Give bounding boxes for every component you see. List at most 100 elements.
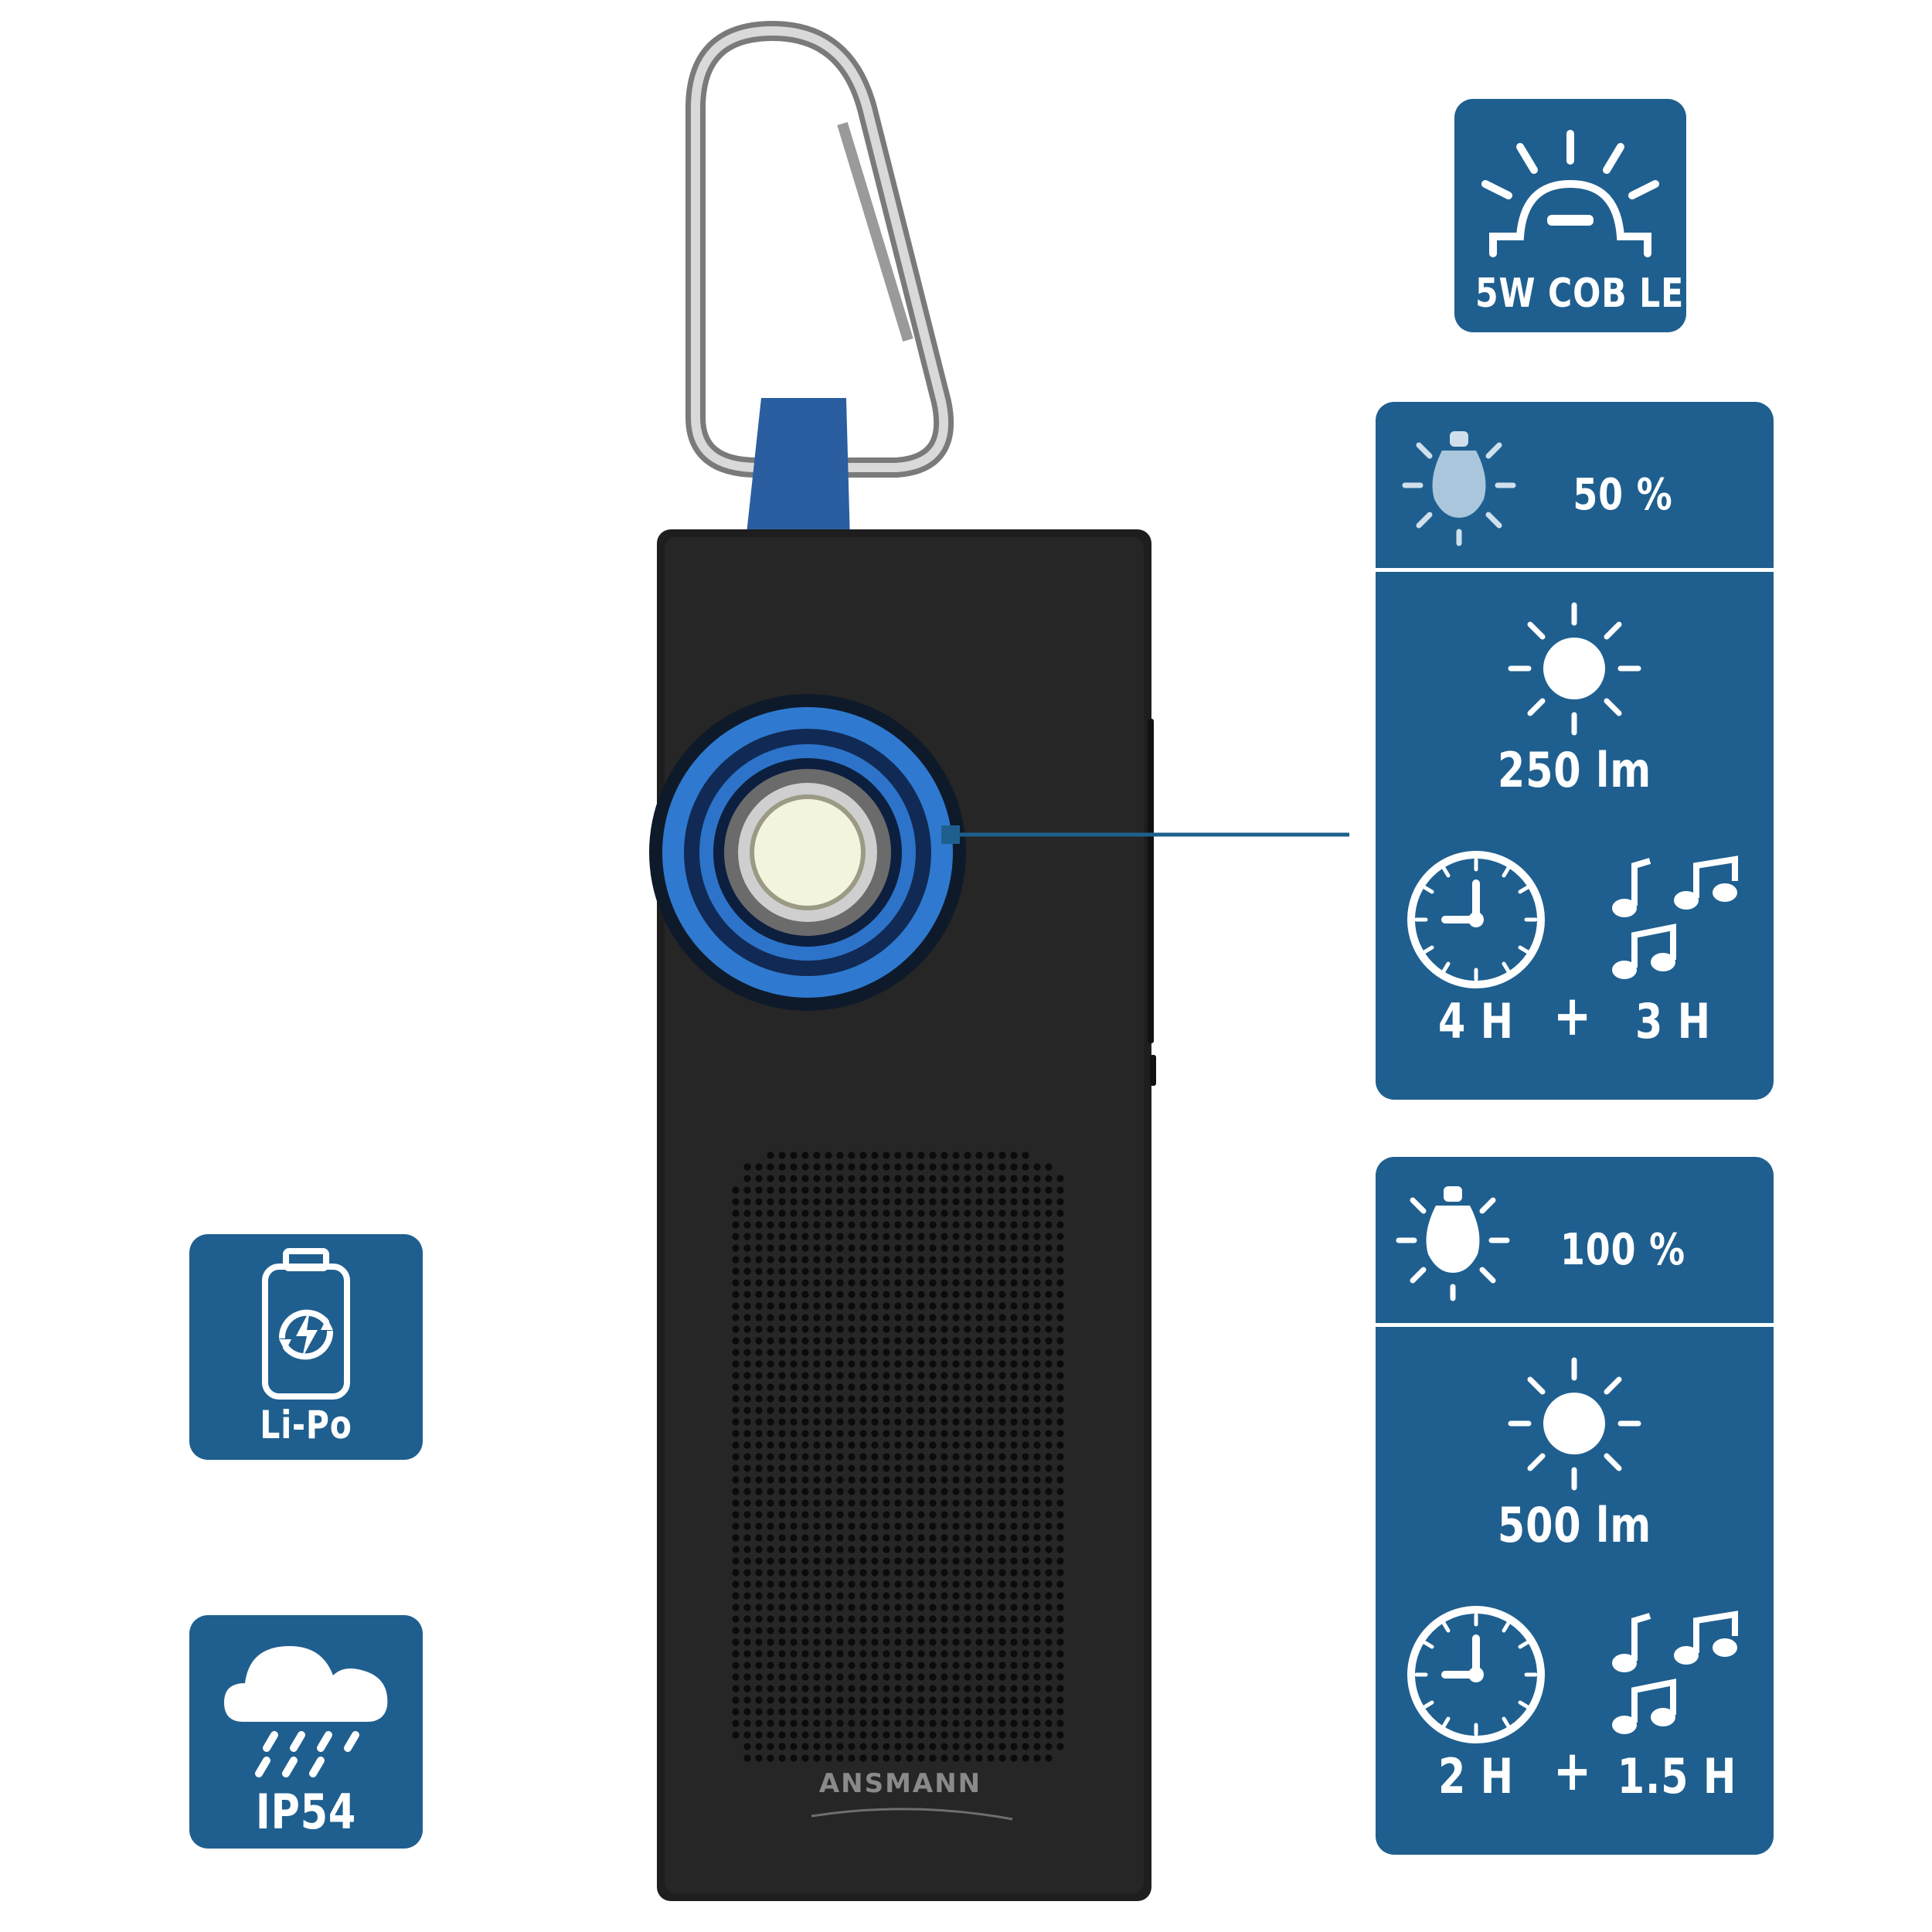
grille-hole — [848, 1731, 855, 1739]
grille-hole — [743, 1592, 751, 1600]
grille-hole — [1033, 1441, 1041, 1449]
grille-hole — [836, 1719, 844, 1727]
grille-hole — [813, 1569, 821, 1577]
grille-hole — [871, 1198, 879, 1206]
grille-hole — [906, 1360, 913, 1368]
grille-hole — [940, 1291, 948, 1298]
grille-hole — [813, 1522, 821, 1530]
grille-hole — [1033, 1244, 1041, 1252]
grille-hole — [859, 1441, 867, 1449]
grille-hole — [906, 1406, 913, 1414]
grille-hole — [1022, 1557, 1029, 1565]
grille-hole — [894, 1546, 902, 1553]
grille-hole — [940, 1430, 948, 1437]
grille-hole — [987, 1256, 995, 1264]
bulb-dim-icon — [1402, 431, 1516, 546]
grille-hole — [755, 1685, 763, 1692]
grille-hole — [1010, 1569, 1018, 1577]
grille-hole — [940, 1233, 948, 1240]
grille-hole — [732, 1685, 740, 1692]
grille-hole — [883, 1662, 890, 1669]
grille-hole — [975, 1279, 983, 1287]
grille-hole — [940, 1453, 948, 1461]
grille-hole — [1022, 1256, 1029, 1264]
grille-hole — [790, 1279, 798, 1287]
grille-hole — [801, 1151, 809, 1159]
grille-hole — [743, 1719, 751, 1727]
grille-hole — [917, 1430, 925, 1437]
grille-hole — [767, 1302, 774, 1310]
grille-hole — [883, 1302, 890, 1310]
grille-hole — [964, 1673, 971, 1681]
grille-hole — [929, 1522, 937, 1530]
grille-hole — [952, 1151, 960, 1159]
grille-hole — [929, 1696, 937, 1704]
grille-hole — [952, 1685, 960, 1692]
grille-hole — [952, 1360, 960, 1368]
grille-hole — [987, 1696, 995, 1704]
grille-hole — [755, 1383, 763, 1391]
grille-hole — [883, 1291, 890, 1298]
grille-hole — [871, 1406, 879, 1414]
grille-hole — [1010, 1604, 1018, 1611]
grille-hole — [755, 1441, 763, 1449]
grille-hole — [964, 1418, 971, 1426]
grille-hole — [964, 1604, 971, 1611]
grille-hole — [929, 1476, 937, 1484]
grille-hole — [848, 1650, 855, 1658]
grille-hole — [859, 1650, 867, 1658]
grille-hole — [778, 1430, 786, 1437]
grille-hole — [1022, 1476, 1029, 1484]
grille-hole — [790, 1754, 798, 1762]
grille-hole — [1045, 1743, 1053, 1750]
grille-hole — [906, 1546, 913, 1553]
grille-hole — [1045, 1406, 1053, 1414]
grille-hole — [917, 1534, 925, 1542]
sun-icon — [1508, 602, 1641, 736]
grille-hole — [1045, 1511, 1053, 1519]
grille-hole — [1056, 1615, 1064, 1623]
grille-hole — [894, 1383, 902, 1391]
grille-hole — [767, 1534, 774, 1542]
grille-hole — [998, 1221, 1006, 1229]
grille-hole — [813, 1325, 821, 1333]
grille-hole — [801, 1662, 809, 1669]
grille-hole — [929, 1534, 937, 1542]
grille-hole — [1010, 1743, 1018, 1750]
grille-hole — [906, 1372, 913, 1379]
grille-hole — [987, 1430, 995, 1437]
grille-hole — [778, 1395, 786, 1403]
grille-hole — [859, 1360, 867, 1368]
grille-hole — [732, 1267, 740, 1275]
grille-hole — [778, 1546, 786, 1553]
grille-hole — [883, 1372, 890, 1379]
grille-hole — [859, 1696, 867, 1704]
grille-hole — [778, 1279, 786, 1287]
grille-hole — [975, 1731, 983, 1739]
grille-hole — [894, 1175, 902, 1182]
grille-hole — [906, 1592, 913, 1600]
grille-hole — [732, 1221, 740, 1229]
grille-hole — [964, 1476, 971, 1484]
grille-hole — [975, 1534, 983, 1542]
grille-hole — [1033, 1418, 1041, 1426]
grille-hole — [743, 1186, 751, 1194]
grille-hole — [1022, 1244, 1029, 1252]
grille-hole — [917, 1360, 925, 1368]
grille-hole — [929, 1754, 937, 1762]
grille-hole — [790, 1360, 798, 1368]
grille-hole — [848, 1522, 855, 1530]
grille-hole — [767, 1314, 774, 1321]
grille-hole — [883, 1511, 890, 1519]
grille-hole — [1010, 1198, 1018, 1206]
grille-hole — [1010, 1291, 1018, 1298]
grille-hole — [732, 1209, 740, 1217]
grille-hole — [871, 1638, 879, 1646]
grille-hole — [859, 1209, 867, 1217]
grille-hole — [917, 1383, 925, 1391]
grille-hole — [755, 1233, 763, 1240]
grille-hole — [975, 1743, 983, 1750]
grille-hole — [790, 1337, 798, 1345]
grille-hole — [1022, 1592, 1029, 1600]
grille-hole — [813, 1209, 821, 1217]
